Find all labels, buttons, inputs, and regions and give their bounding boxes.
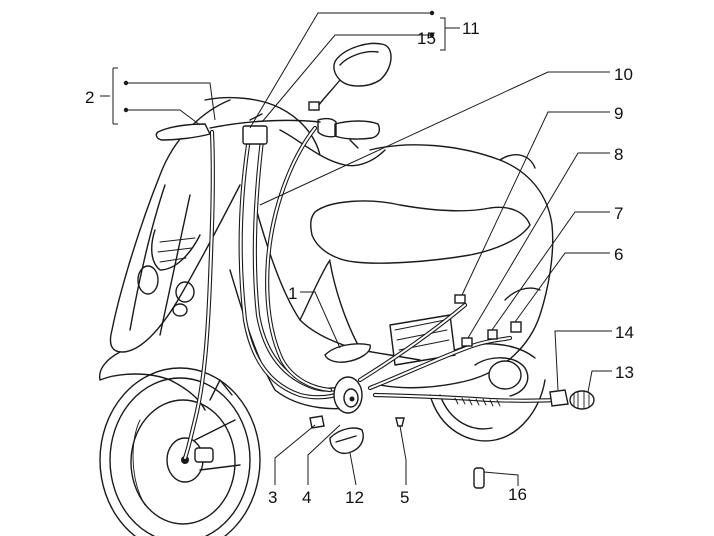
callout-1: 1 <box>288 284 297 303</box>
handlebar <box>155 117 381 149</box>
callout-3: 3 <box>268 488 277 507</box>
callout-16: 16 <box>508 485 527 504</box>
cables <box>182 125 558 461</box>
leader-lines <box>100 10 612 486</box>
rear-wheel <box>429 343 546 442</box>
small-fittings <box>309 294 595 489</box>
cable-bracket <box>242 113 268 145</box>
callout-10: 10 <box>614 65 633 84</box>
callout-14: 14 <box>615 323 634 342</box>
callout-5: 5 <box>400 488 409 507</box>
front-wheel <box>99 367 261 536</box>
callout-15: 15 <box>417 29 436 48</box>
callout-12: 12 <box>345 488 364 507</box>
mirror <box>308 42 392 111</box>
scooter-body <box>98 96 554 411</box>
callout-13: 13 <box>615 363 634 382</box>
callout-6: 6 <box>614 245 623 264</box>
callout-7: 7 <box>614 204 623 223</box>
callout-labels: 11 15 2 10 9 8 7 6 14 13 1 3 4 12 5 16 <box>85 19 634 507</box>
callout-2: 2 <box>85 88 94 107</box>
callout-9: 9 <box>614 104 623 123</box>
callout-11: 11 <box>462 19 480 38</box>
callout-4: 4 <box>302 488 311 507</box>
callout-8: 8 <box>614 145 623 164</box>
splitter-junction <box>333 376 363 414</box>
